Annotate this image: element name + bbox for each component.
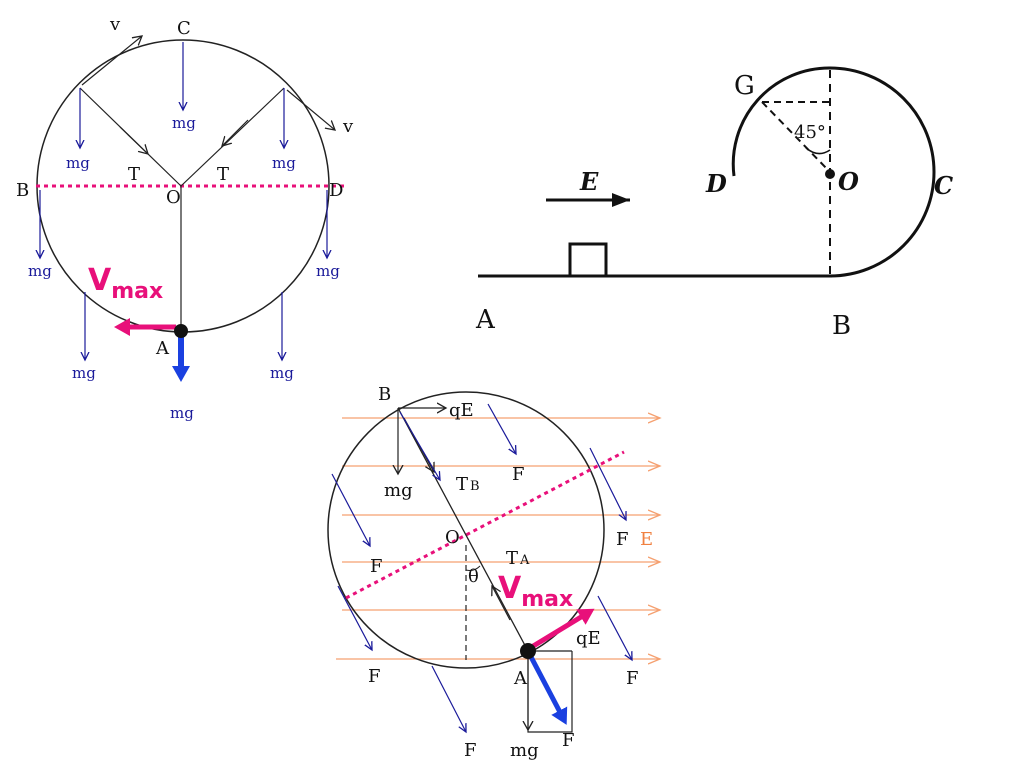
fig3-resultant-arrows: [331, 403, 632, 732]
fig3-F-arrow: [487, 403, 516, 454]
fig1-label-A: A: [155, 338, 170, 359]
fig1-label-mg-C: mg: [172, 114, 196, 132]
fig2-label-B: B: [832, 311, 851, 341]
fig3-field-lines: [336, 418, 660, 659]
fig1-vmax-V: V: [88, 263, 112, 298]
fig1-label-B: B: [16, 180, 29, 201]
fig1-label-C: C: [177, 18, 191, 39]
fig2-point-O: [825, 169, 835, 179]
fig3-F-arrow: [399, 411, 440, 480]
fig2-block: [568, 242, 608, 276]
fig3-vmax-sub: max: [521, 587, 573, 612]
fig3-label-F: F: [464, 740, 477, 761]
fig3-label-E: E: [640, 529, 653, 550]
fig3-label-mg-A: mg: [510, 740, 539, 761]
fig1-label-mg-A: mg: [170, 404, 194, 422]
fig1-tension-left-arrow: [119, 126, 148, 154]
figure2-track: G 45° D O C E A B: [475, 66, 953, 341]
fig1-velocity-right-arrow: [286, 89, 335, 130]
fig2-dashed-radius: [761, 101, 831, 173]
fig3-tilted-diameter: [345, 450, 625, 600]
fig3-TB-sub: B: [470, 479, 480, 494]
fig3-TB-T: T: [456, 474, 468, 495]
fig1-label-vmax: Vmax: [88, 263, 163, 304]
fig2-outer-track: [731, 66, 936, 278]
fig1-label-T-right: T: [217, 164, 229, 185]
fig3-label-A: A: [513, 668, 528, 689]
fig1-vmax-sub: max: [111, 279, 163, 304]
fig1-tension-right-arrow: [222, 119, 249, 146]
fig3-F-arrow: [331, 473, 370, 546]
fig2-label-O: O: [838, 167, 859, 196]
fig2-label-45: 45°: [794, 122, 826, 143]
fig3-F-arrow: [337, 585, 372, 650]
fig3-label-F: F: [368, 666, 381, 687]
fig3-string: [397, 407, 529, 652]
fig3-label-F: F: [562, 730, 575, 751]
fig1-velocity-top-arrow: [81, 36, 142, 86]
fig2-label-D: D: [705, 169, 727, 198]
fig1-label-v-top: v: [109, 14, 121, 35]
fig3-F-arrow-A: [527, 653, 568, 725]
fig3-tension-A-arrow: [492, 586, 511, 621]
fig2-label-E: E: [579, 167, 599, 196]
fig1-label-mg-upper-right: mg: [272, 154, 296, 172]
fig3-label-O: O: [445, 527, 460, 548]
fig3-TA-sub: A: [519, 553, 530, 568]
fig1-label-mg-upper-left: mg: [66, 154, 90, 172]
fig1-weight-arrows: [40, 42, 327, 360]
fig3-label-mg-B: mg: [384, 480, 413, 501]
fig3-label-theta: θ: [468, 566, 479, 587]
fig1-string-right: [180, 87, 285, 187]
fig1-label-v-right: v: [342, 116, 354, 137]
fig3-circle: [327, 391, 605, 669]
fig3-label-F: F: [370, 556, 383, 577]
fig3-vmax-arrow: [528, 608, 595, 651]
fig3-point-A: [520, 643, 536, 659]
fig2-label-A: A: [475, 305, 496, 335]
fig1-label-mg-lower-left: mg: [72, 364, 96, 382]
fig1-label-mg-lower-right: mg: [270, 364, 294, 382]
fig3-F-arrow: [597, 595, 632, 660]
fig3-label-F: F: [626, 668, 639, 689]
fig2-angle-arc: [805, 147, 831, 155]
fig3-theta-arc: [465, 565, 481, 571]
fig1-label-D: D: [329, 180, 343, 201]
fig1-label-O: O: [166, 187, 181, 208]
fig3-label-qE-bottom: qE: [576, 628, 601, 649]
fig3-TA-T: T: [506, 548, 518, 569]
fig1-label-mg-D: mg: [316, 262, 340, 280]
fig1-point-A: [174, 324, 188, 338]
fig3-label-qE-top: qE: [449, 400, 474, 421]
fig3-F-arrow: [431, 665, 466, 732]
fig2-label-G: G: [734, 71, 755, 101]
fig3-label-F: F: [616, 529, 629, 550]
fig3-F-arrow: [589, 447, 626, 520]
fig3-label-vmax: Vmax: [498, 571, 573, 612]
fig2-label-C: C: [934, 171, 953, 200]
fig1-label-T-left: T: [128, 164, 140, 185]
fig3-label-B: B: [378, 384, 391, 405]
fig1-label-mg-B: mg: [28, 262, 52, 280]
fig3-label-F: F: [512, 464, 525, 485]
fig3-vmax-V: V: [498, 571, 522, 606]
figure1-vertical-circle: v C v B D O T T A mg mg mg mg mg mg mg m…: [16, 14, 354, 422]
